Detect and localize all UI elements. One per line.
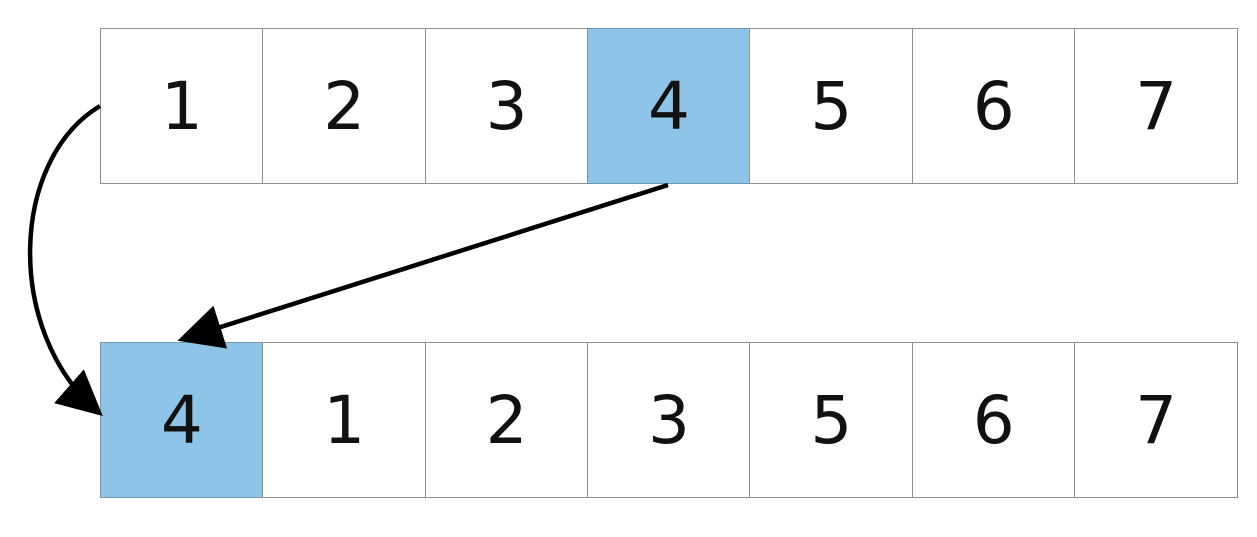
array-cell: 5 [749, 342, 914, 498]
array-cell: 5 [749, 28, 914, 184]
highlighted-array-cell: 4 [587, 28, 751, 184]
array-cell: 2 [424, 342, 589, 498]
array-cell: 2 [262, 28, 427, 184]
array-cell: 7 [1074, 28, 1239, 184]
curved-move-arrow [27, 104, 103, 416]
result-array-row: 4 1 2 3 5 6 7 [100, 342, 1239, 498]
original-array-row: 1 2 3 4 5 6 7 [100, 28, 1239, 184]
array-cell: 1 [262, 342, 427, 498]
array-cell: 6 [911, 28, 1076, 184]
highlighted-array-cell: 4 [100, 342, 264, 498]
array-cell: 7 [1074, 342, 1239, 498]
straight-move-arrow [177, 182, 669, 349]
array-cell: 1 [100, 28, 264, 184]
array-cell: 3 [424, 28, 589, 184]
array-cell: 6 [911, 342, 1076, 498]
